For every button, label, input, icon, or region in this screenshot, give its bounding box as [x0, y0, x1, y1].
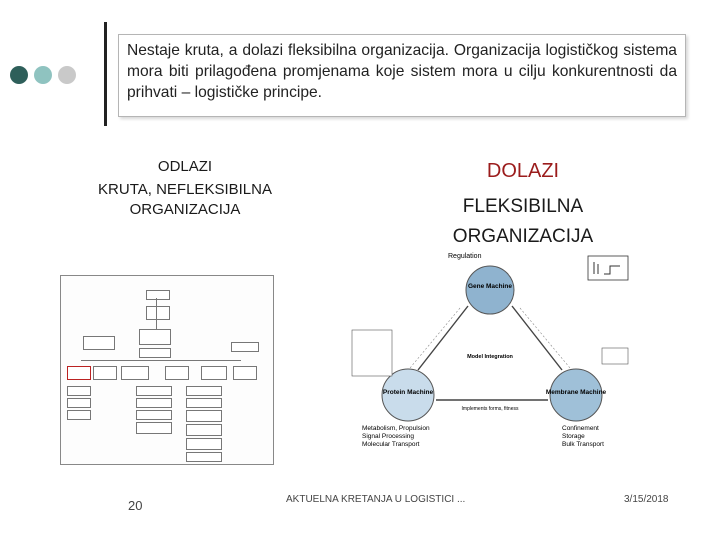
org-box: [165, 366, 189, 380]
footer-date: 3/15/2018: [624, 494, 669, 505]
org-box: [139, 348, 171, 358]
org-box: [83, 336, 115, 350]
implements-label: Implements forms, fitness: [462, 406, 519, 412]
org-box: [136, 422, 172, 434]
org-box: [93, 366, 117, 380]
gene-machine-label: Gene Machine: [468, 283, 512, 290]
page-number: 20: [128, 498, 143, 513]
dot-dark: [10, 66, 28, 84]
org-box: [186, 452, 222, 462]
protein-machine-label: Protein Machine: [383, 389, 434, 396]
left-title: KRUTA, NEFLEKSIBILNA ORGANIZACIJA: [98, 181, 272, 218]
left-label: ODLAZI: [157, 158, 213, 175]
flexible-org-diagram: Regulation Gene Machine Protein Machine …: [351, 253, 629, 448]
org-chart-image: [60, 275, 274, 465]
footer-title: AKTUELNA KRETANJA U LOGISTICI ...: [286, 494, 466, 505]
org-box: [121, 366, 149, 380]
org-box: [186, 410, 222, 422]
org-box: [146, 290, 170, 300]
org-box: [139, 329, 171, 345]
org-box: [67, 410, 91, 420]
side-icon-box: [601, 347, 629, 365]
org-box: [67, 366, 91, 380]
org-box: [231, 342, 259, 352]
callout-box: Nestaje kruta, a dolazi fleksibilna orga…: [118, 34, 686, 117]
org-box: [136, 410, 172, 420]
side-icon-box: [351, 329, 393, 377]
org-box: [67, 398, 91, 408]
org-box: [136, 398, 172, 408]
right-title: FLEKSIBILNA ORGANIZACIJA: [452, 196, 594, 247]
org-box: [146, 306, 170, 320]
gene-machine-node: [465, 265, 515, 315]
org-box: [201, 366, 227, 380]
protein-machine-node: [381, 368, 435, 422]
org-box: [186, 386, 222, 396]
org-box: [136, 386, 172, 396]
org-box: [186, 438, 222, 450]
org-box: [186, 424, 222, 436]
membrane-machine-node: [549, 368, 603, 422]
org-box: [233, 366, 257, 380]
decorative-dots: [10, 66, 76, 84]
dot-gray: [58, 66, 76, 84]
membrane-machine-label: Membrane Machine: [546, 389, 607, 396]
dot-teal: [34, 66, 52, 84]
org-box: [67, 386, 91, 396]
model-integration-label: Model Integration: [467, 354, 513, 360]
org-box: [186, 398, 222, 408]
right-label: DOLAZI: [486, 160, 560, 182]
divider-line: [104, 22, 107, 126]
regulation-icon: [587, 255, 629, 281]
regulation-label: Regulation: [448, 253, 482, 260]
